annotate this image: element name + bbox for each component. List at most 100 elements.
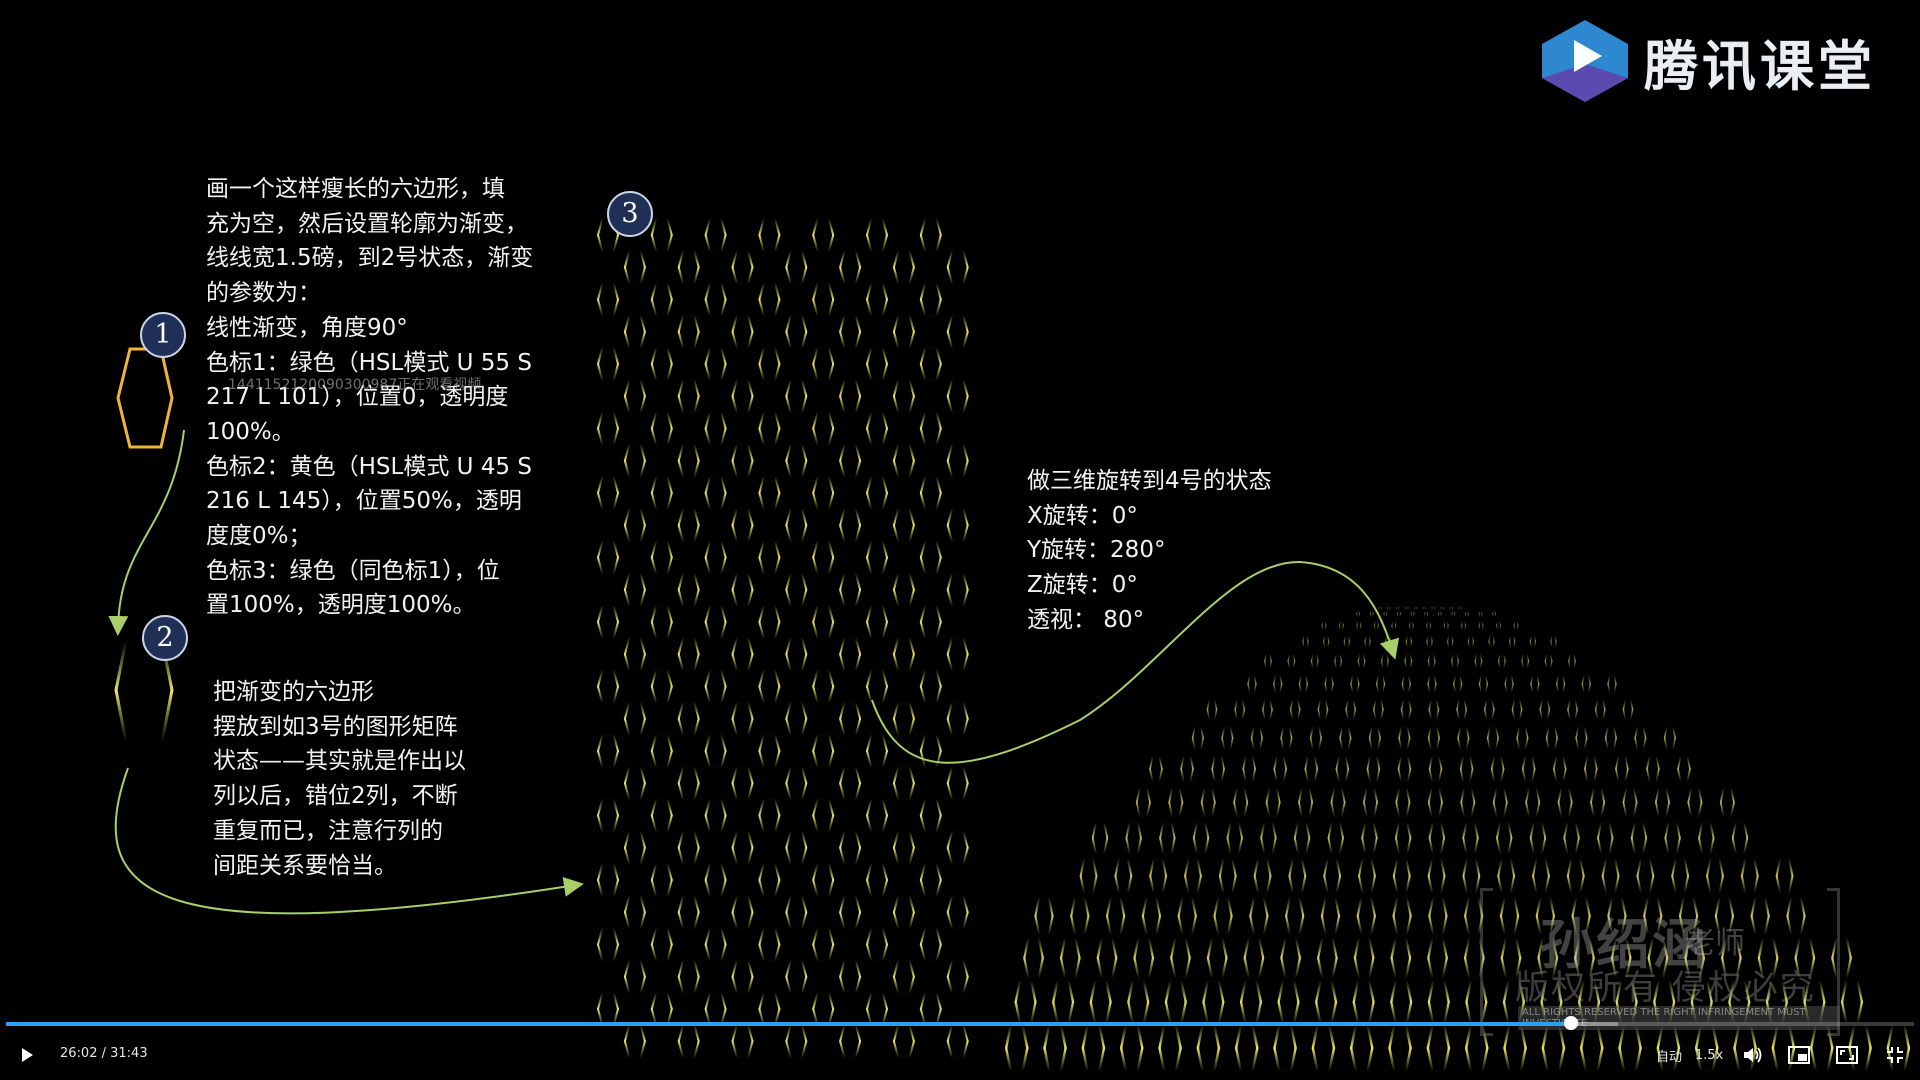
progress-scrubber-handle[interactable] <box>1564 1016 1579 1030</box>
perspective-hexagon <box>1180 754 1194 783</box>
matrix-hexagon <box>785 249 808 286</box>
matrix-hexagon <box>704 539 727 576</box>
perspective-hexagon <box>1373 620 1379 631</box>
matrix-hexagon <box>839 958 862 995</box>
arrow-1-to-2 <box>108 429 185 636</box>
perspective-hexagon <box>1492 786 1508 818</box>
perspective-hexagon <box>1400 698 1412 721</box>
exit-fullscreen-button[interactable] <box>1882 1042 1908 1068</box>
matrix-hexagon <box>919 862 942 898</box>
matrix-hexagon <box>704 797 727 834</box>
play-button[interactable] <box>14 1042 40 1068</box>
perspective-hexagon <box>1014 978 1037 1026</box>
matrix-hexagon <box>919 991 942 1027</box>
current-time: 26:02 <box>60 1046 98 1061</box>
matrix-hexagon <box>623 313 646 350</box>
perspective-hexagon <box>1345 698 1357 721</box>
perspective-hexagon <box>1335 754 1350 783</box>
matrix-hexagon <box>865 410 889 447</box>
perspective-hexagon <box>1395 786 1411 818</box>
matrix-hexagon <box>946 829 969 866</box>
perspective-hexagon <box>1404 653 1413 670</box>
speed-select[interactable]: 1.5x <box>1694 1047 1724 1063</box>
matrix-hexagon <box>758 797 781 834</box>
matrix-hexagon <box>704 604 727 640</box>
picture-in-picture-button[interactable] <box>1786 1042 1812 1068</box>
perspective-hexagon <box>1234 698 1246 721</box>
perspective-hexagon <box>1356 895 1376 937</box>
perspective-hexagon <box>1750 895 1770 937</box>
perspective-hexagon <box>1288 857 1307 895</box>
matrix-hexagon <box>596 281 620 318</box>
time-display: 26:02 / 31:43 <box>60 1046 148 1061</box>
video-progress-bar[interactable] <box>6 1016 1914 1030</box>
matrix-hexagon <box>812 926 835 963</box>
perspective-hexagon <box>1293 820 1311 856</box>
matrix-hexagon <box>758 733 781 769</box>
perspective-hexagon <box>1264 653 1272 670</box>
matrix-hexagon <box>677 829 700 866</box>
matrix-hexagon <box>892 700 915 737</box>
perspective-hexagon <box>1280 936 1302 980</box>
perspective-hexagon <box>1338 620 1344 631</box>
perspective-hexagon <box>1496 620 1502 631</box>
perspective-hexagon <box>1530 674 1540 694</box>
arrow-3-to-4 <box>871 560 1400 764</box>
perspective-hexagon <box>1463 936 1485 980</box>
perspective-hexagon <box>1719 786 1735 818</box>
volume-button[interactable] <box>1740 1042 1766 1068</box>
matrix-hexagon <box>650 991 673 1027</box>
perspective-hexagon <box>1192 820 1210 856</box>
quality-select[interactable]: 自动 <box>1655 1049 1682 1065</box>
matrix-hexagon <box>704 475 727 511</box>
matrix-hexagon <box>919 668 942 705</box>
matrix-hexagon <box>758 539 781 576</box>
perspective-hexagon <box>1694 1023 1719 1073</box>
matrix-hexagon <box>677 958 700 995</box>
perspective-hexagon <box>1287 653 1296 670</box>
perspective-hexagon <box>1386 606 1391 610</box>
perspective-hexagon <box>1243 936 1265 980</box>
matrix-hexagon <box>892 378 915 415</box>
perspective-hexagon <box>1262 698 1273 721</box>
matrix-hexagon <box>731 636 754 673</box>
matrix-hexagon <box>758 604 781 640</box>
perspective-hexagon <box>1408 620 1414 631</box>
matrix-hexagon <box>839 765 862 802</box>
matrix-hexagon <box>677 571 700 608</box>
matrix-hexagon <box>812 668 835 705</box>
perspective-hexagon <box>1362 786 1378 818</box>
perspective-hexagon <box>1317 936 1338 980</box>
matrix-hexagon <box>785 765 808 802</box>
matrix-hexagon <box>892 636 915 673</box>
perspective-hexagon <box>1488 635 1495 648</box>
perspective-hexagon <box>1369 610 1374 618</box>
perspective-hexagon <box>1757 936 1779 980</box>
perspective-hexagon <box>1636 857 1655 895</box>
matrix-hexagon <box>946 894 969 931</box>
perspective-hexagon <box>1840 978 1864 1026</box>
widescreen-button[interactable] <box>1834 1042 1860 1068</box>
matrix-hexagon <box>623 249 646 286</box>
perspective-hexagon <box>1395 606 1400 610</box>
matrix-hexagon <box>731 249 754 286</box>
matrix-hexagon <box>596 733 620 769</box>
matrix-hexagon <box>731 894 754 931</box>
perspective-hexagon <box>1413 606 1418 610</box>
perspective-hexagon <box>1486 725 1499 751</box>
matrix-hexagon <box>758 862 781 898</box>
perspective-hexagon <box>1654 786 1670 818</box>
perspective-hexagon <box>1343 635 1351 648</box>
perspective-hexagon <box>1443 620 1449 631</box>
matrix-hexagon <box>623 894 646 931</box>
perspective-hexagon <box>1239 978 1263 1026</box>
perspective-hexagon <box>1458 606 1462 610</box>
perspective-hexagon <box>1159 820 1176 856</box>
perspective-hexagon <box>1646 754 1660 783</box>
matrix-hexagon <box>812 604 835 640</box>
matrix-hexagon <box>704 991 727 1027</box>
perspective-hexagon <box>1731 820 1749 856</box>
matrix-hexagon <box>865 733 889 769</box>
teacher-watermark: 孙绍涵 老师 版权所有 侵权必究 ALL RIGHTS RESERVED THE… <box>1480 888 1840 1038</box>
